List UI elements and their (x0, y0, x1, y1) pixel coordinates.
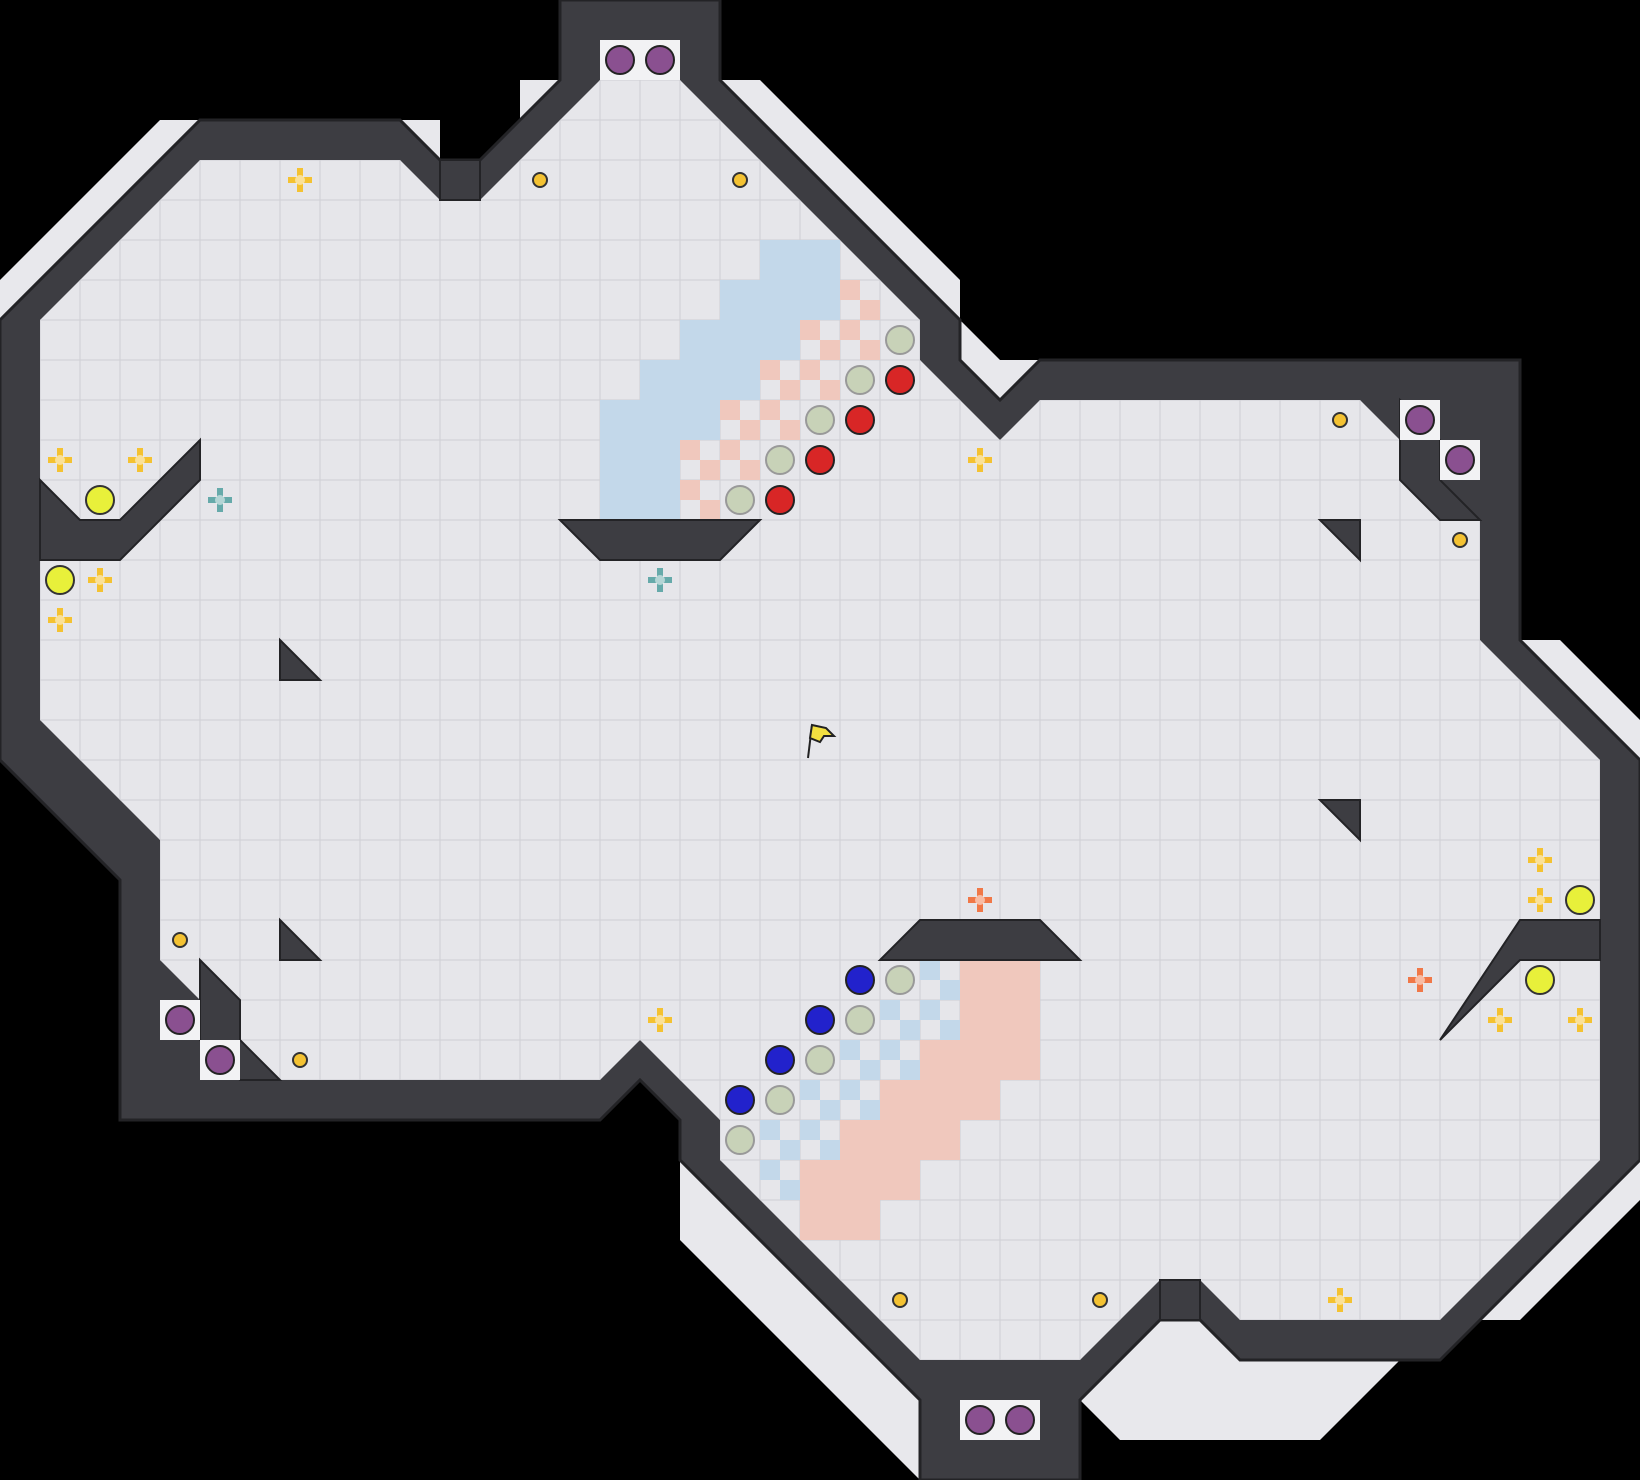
left-pocket-wall (39, 437, 201, 561)
neutral-ball (765, 1085, 795, 1115)
spawn-dot (172, 932, 188, 948)
spawn-dot (1092, 1292, 1108, 1308)
neutral-ball (805, 405, 835, 435)
spike-corner-2 (279, 917, 323, 961)
blue-checker-lower (760, 960, 960, 1200)
bomb-pads (160, 40, 1480, 1440)
balls (725, 325, 915, 1155)
right-pocket-wall (1439, 919, 1601, 1041)
bomb-icon (640, 40, 680, 80)
spawn-dot (532, 172, 548, 188)
spawn-dot (292, 1052, 308, 1068)
powerups (48, 168, 1592, 1312)
small-dots (172, 172, 1468, 1308)
boost-pad-icon (1525, 965, 1555, 995)
powerup-plus-icon (648, 568, 672, 592)
blue-ball (725, 1085, 755, 1115)
neutral-ball (845, 365, 875, 395)
powerup-plus-icon (648, 1008, 672, 1032)
red-ball (765, 485, 795, 515)
red-ball (805, 445, 835, 475)
bomb-icon (1000, 1400, 1040, 1440)
map-floor (40, 40, 1600, 1360)
top-notch-wall (439, 159, 481, 201)
powerup-plus-icon (128, 448, 152, 472)
spike-corner-4 (1317, 799, 1361, 843)
bomb-icon (1440, 440, 1480, 480)
blue-ball (805, 1005, 835, 1035)
powerup-plus-icon (88, 568, 112, 592)
boost-pad-icon (45, 565, 75, 595)
spawn-dot (1452, 532, 1468, 548)
neutral-ball (845, 1005, 875, 1035)
powerup-plus-icon (1488, 1008, 1512, 1032)
spawn-dot (732, 172, 748, 188)
powerup-plus-icon (968, 448, 992, 472)
neutral-ball (725, 485, 755, 515)
flag-icon (807, 723, 837, 759)
red-zone-lower (800, 960, 1040, 1240)
blue-zone-upper (600, 240, 840, 520)
boost-pad-icon (1565, 885, 1595, 915)
powerup-plus-icon (208, 488, 232, 512)
powerup-plus-icon (1408, 968, 1432, 992)
spawn-dot (1332, 412, 1348, 428)
blue-ball (845, 965, 875, 995)
red-ball (885, 365, 915, 395)
bottom-notch-wall (1159, 1279, 1201, 1321)
neutral-ball (725, 1125, 755, 1155)
powerup-plus-icon (1328, 1288, 1352, 1312)
interior-walls (39, 159, 1601, 1321)
boost-pad-icon (85, 485, 115, 515)
blue-ball (765, 1045, 795, 1075)
neutral-ball (885, 325, 915, 355)
spike-corner-3 (1317, 519, 1361, 563)
bomb-icon (1400, 400, 1440, 440)
powerup-plus-icon (1568, 1008, 1592, 1032)
powerup-plus-icon (48, 608, 72, 632)
powerup-plus-icon (48, 448, 72, 472)
ledge-upper (557, 519, 763, 561)
bomb-icon (600, 40, 640, 80)
powerup-plus-icon (1528, 848, 1552, 872)
red-checker-upper (680, 280, 880, 520)
neutral-ball (805, 1045, 835, 1075)
neutral-ball (885, 965, 915, 995)
boost-pads (45, 485, 1595, 995)
neutral-ball (765, 445, 795, 475)
bomb-icon (160, 1000, 200, 1040)
powerup-plus-icon (288, 168, 312, 192)
spike-corner-1 (279, 637, 323, 681)
bomb-icon (960, 1400, 1000, 1440)
red-ball (845, 405, 875, 435)
spawn-dot (892, 1292, 908, 1308)
powerup-plus-icon (1528, 888, 1552, 912)
ledge-lower (877, 919, 1083, 961)
powerup-plus-icon (968, 888, 992, 912)
bomb-icon (200, 1040, 240, 1080)
